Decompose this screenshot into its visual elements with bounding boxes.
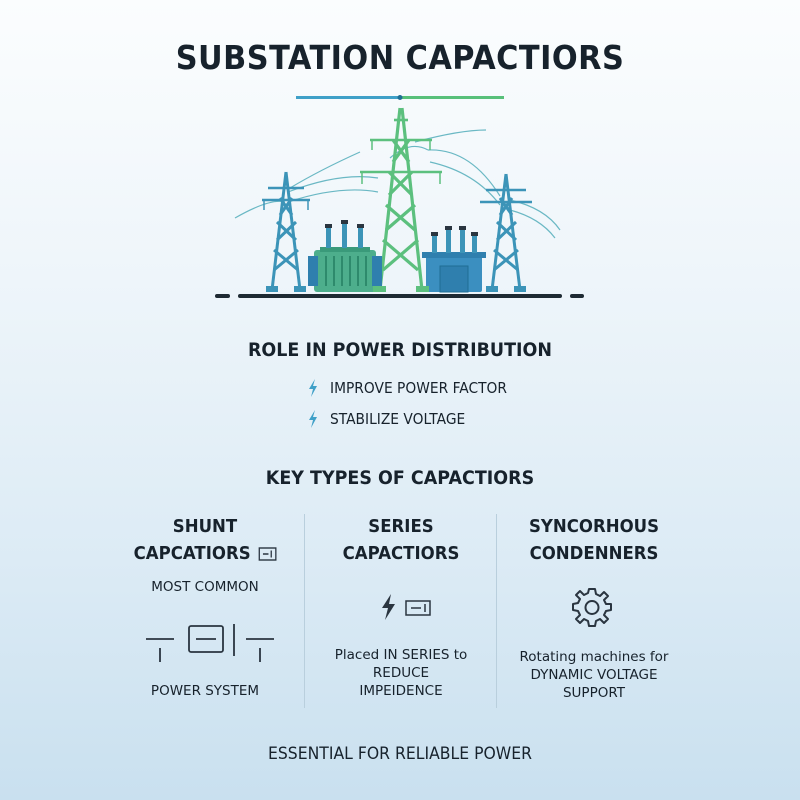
role-item-label: STABILIZE VOLTAGE (330, 410, 466, 428)
role-item: IMPROVE POWER FACTOR (306, 376, 522, 400)
condensers-title: SYNCORHOUS CONDENNERS (506, 513, 683, 567)
series-desc-line3: IMPEIDENCE (359, 683, 443, 699)
page-title: SUBSTATION CAPACTIORS (175, 38, 625, 77)
title-underline (296, 95, 504, 100)
condensers-title-line1: SYNCORHOUS (528, 516, 660, 537)
condensers-title-line2: CONDENNERS (529, 543, 659, 564)
shunt-title-line2: CAPCATIORS (133, 543, 251, 564)
role-heading: ROLE IN POWER DISTRIBUTION (247, 339, 553, 361)
substation-illustration (215, 107, 584, 298)
shunt-title: SHUNT CAPCATIORS (118, 513, 293, 567)
column-divider (304, 514, 305, 708)
role-item: STABILIZE VOLTAGE (306, 407, 477, 431)
types-heading: KEY TYPES OF CAPACTIORS (265, 467, 535, 489)
lightning-bolt-icon (309, 379, 317, 397)
series-desc-line2: REDUCE (372, 665, 430, 681)
shunt-caption: POWER SYSTEM (150, 683, 260, 699)
capacitor-icon (258, 546, 277, 561)
left-tower (262, 171, 310, 291)
shunt-subtitle: MOST COMMON (151, 579, 259, 595)
left-transformer (308, 220, 382, 292)
role-item-label: IMPROVE POWER FACTOR (330, 379, 507, 397)
right-transformer (422, 226, 486, 293)
series-description: Placed IN SERIES to REDUCE IMPEIDENCE (306, 646, 496, 700)
series-title-line2: CAPACTIORS (342, 543, 460, 564)
shunt-title-line2-row: CAPCATIORS (118, 540, 293, 567)
bolt-capacitor-icon (382, 594, 431, 620)
footer-tagline: ESSENTIAL FOR RELIABLE POWER (267, 744, 533, 764)
capacitor-circuit-icon (146, 624, 274, 662)
condensers-desc-line1: Rotating machines for (519, 649, 669, 665)
condensers-desc-line2: DYNAMIC VOLTAGE SUPPORT (530, 667, 658, 701)
condensers-description: Rotating machines for DYNAMIC VOLTAGE SU… (498, 648, 690, 702)
column-divider (496, 514, 497, 708)
shunt-title-line1: SHUNT (172, 516, 238, 537)
series-title-line1: SERIES (368, 516, 434, 537)
center-tower (360, 107, 442, 291)
lightning-bolt-icon (309, 410, 317, 428)
series-desc-line1: Placed IN SERIES to (334, 647, 468, 663)
right-tower (480, 173, 532, 291)
series-title: SERIES CAPACTIORS (314, 513, 489, 567)
gear-icon (572, 588, 612, 627)
